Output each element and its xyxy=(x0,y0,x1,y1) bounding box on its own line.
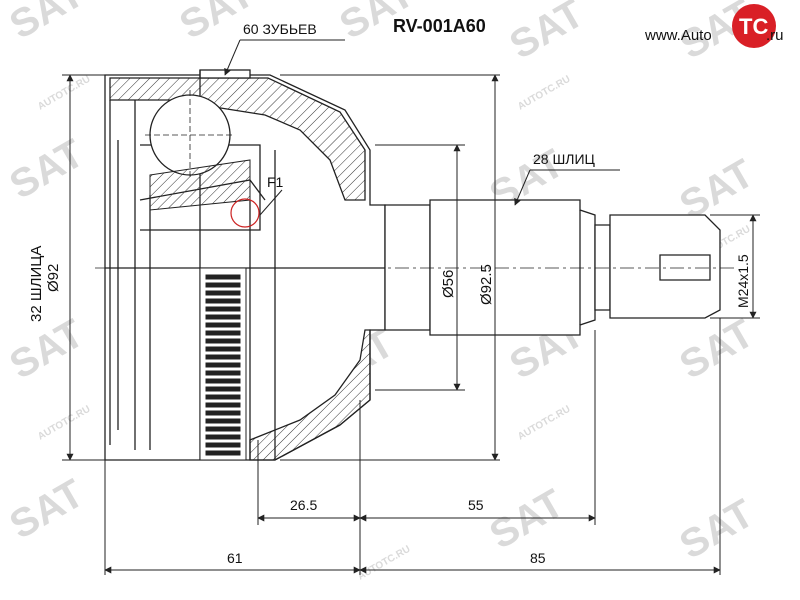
abs-tooth xyxy=(205,362,241,368)
label-thread: M24x1.5 xyxy=(735,254,751,308)
abs-tooth xyxy=(205,282,241,288)
label-26-5: 26.5 xyxy=(290,497,317,513)
abs-tooth xyxy=(205,394,241,400)
f1-marker xyxy=(230,198,260,228)
dim-d925 xyxy=(280,74,500,461)
abs-tooth xyxy=(205,290,241,296)
label-55: 55 xyxy=(468,497,484,513)
label-28-splines: 28 ШЛИЦ xyxy=(533,151,596,167)
dim-bottom xyxy=(104,318,721,575)
dim-d56 xyxy=(375,144,465,391)
abs-tooth xyxy=(205,346,241,352)
abs-tooth xyxy=(205,322,241,328)
abs-tooth xyxy=(205,426,241,432)
abs-tooth xyxy=(205,450,241,456)
abs-tooth xyxy=(205,314,241,320)
ball xyxy=(145,90,251,211)
abs-tooth xyxy=(205,410,241,416)
logo-site-text: www.Auto xyxy=(644,27,712,44)
abs-tooth xyxy=(205,434,241,440)
wm-url: AUTOTC.RU xyxy=(36,404,92,443)
wm-url: AUTOTC.RU xyxy=(356,544,412,583)
wm-tile: SAT xyxy=(3,311,92,388)
label-85: 85 xyxy=(530,550,546,566)
wm-url: AUTOTC.RU xyxy=(516,404,572,443)
abs-tooth xyxy=(205,402,241,408)
wm-tile: SAT xyxy=(3,131,92,208)
wm-tile: SAT xyxy=(3,0,92,48)
logo-suffix: .ru xyxy=(766,27,784,44)
abs-tooth xyxy=(205,378,241,384)
leaders xyxy=(224,39,620,216)
abs-tooth xyxy=(205,274,241,280)
wm-url: AUTOTC.RU xyxy=(516,74,572,113)
abs-tooth xyxy=(205,386,241,392)
label-d92: Ø92 xyxy=(45,264,62,292)
dim-d92 xyxy=(62,74,105,461)
label-61: 61 xyxy=(227,550,243,566)
dim-thread xyxy=(710,214,760,319)
logo-circle xyxy=(732,4,776,48)
shaft xyxy=(384,199,721,336)
label-f1: F1 xyxy=(267,174,284,190)
logo-tc: TC xyxy=(739,14,768,39)
abs-tooth xyxy=(205,418,241,424)
abs-tooth xyxy=(205,338,241,344)
abs-tooth xyxy=(205,306,241,312)
wm-tile: SAT xyxy=(503,0,592,68)
abs-tooth xyxy=(205,442,241,448)
wm-tile: SAT xyxy=(3,471,92,548)
label-32-splines: 32 ШЛИЦА xyxy=(28,246,45,322)
label-d56: Ø56 xyxy=(440,270,457,298)
site-logo: www.Auto TC .ru xyxy=(644,4,784,48)
abs-tooth xyxy=(205,298,241,304)
part-number-title: RV-001A60 xyxy=(393,16,486,36)
abs-tooth xyxy=(205,354,241,360)
abs-tooth xyxy=(205,330,241,336)
label-d925: Ø92.5 xyxy=(478,264,495,305)
label-60-teeth: 60 ЗУБЬЕВ xyxy=(243,21,317,37)
wm-tile: SAT xyxy=(673,311,762,388)
abs-ring xyxy=(199,267,247,461)
wm-tile: SAT xyxy=(483,481,572,558)
abs-tooth xyxy=(205,370,241,376)
wm-url: AUTOTC.RU xyxy=(36,74,92,113)
wm-tile: SAT xyxy=(673,491,762,568)
